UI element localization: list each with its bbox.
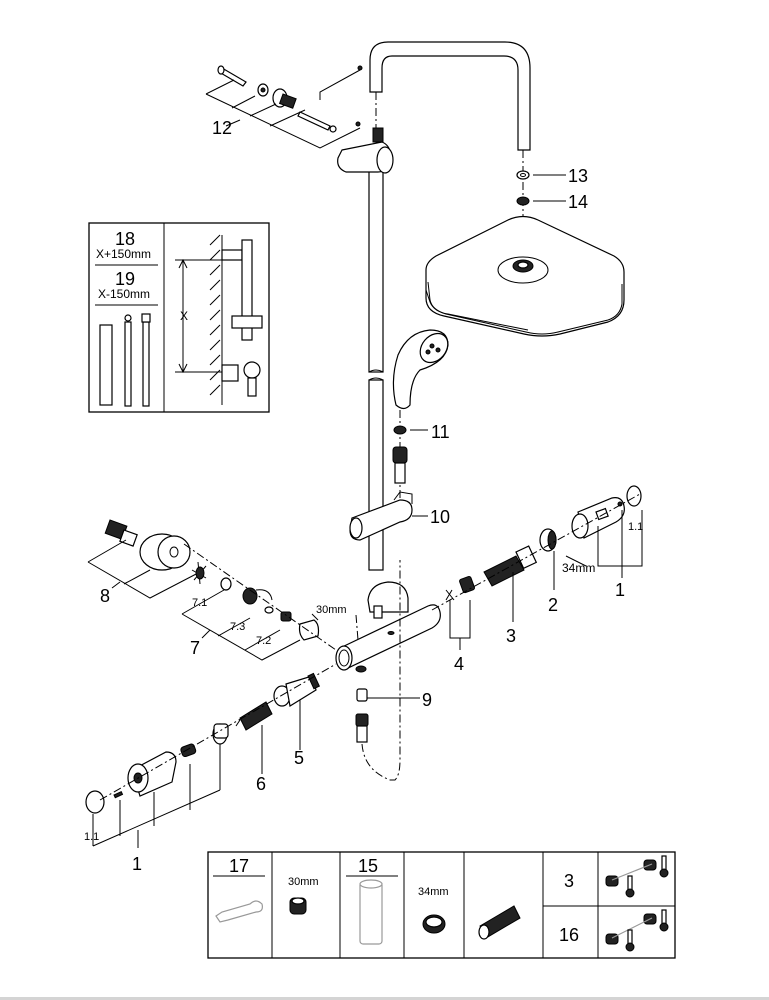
tool-number-17: 17 (229, 856, 249, 876)
part-11-seal: 11 (393, 422, 450, 442)
part-5-spindle: 5 (273, 672, 321, 768)
part-9-reducer: 9 (355, 560, 432, 781)
part-2-ring: 2 (539, 528, 558, 615)
part-10-slider: 10 (349, 491, 450, 541)
callout-1-left: 1 (132, 854, 142, 874)
tool-number-15: 15 (358, 856, 378, 876)
part-1-handle-left: 1.1 1 (84, 723, 229, 874)
callout-7: 7 (190, 638, 200, 658)
callout-3: 3 (506, 626, 516, 646)
dim-34mm: 34mm (562, 561, 595, 575)
callout-10: 10 (430, 507, 450, 527)
callout-11: 11 (431, 422, 450, 442)
head-shower (425, 215, 625, 337)
part-1-handle-right: 34mm 1.1 1 (562, 485, 643, 600)
tool-nut-size: 30mm (288, 876, 319, 888)
callout-9: 9 (422, 690, 432, 710)
callout-13: 13 (568, 166, 588, 186)
inset-x-dimension: X (180, 309, 188, 323)
thermometer-icon (605, 855, 669, 898)
thermostat-body (335, 581, 441, 673)
callout-14: 14 (568, 192, 588, 212)
wall-bracket-top (337, 127, 394, 174)
callout-1-1-left: 1.1 (84, 831, 99, 843)
callout-7-2: 7.2 (256, 635, 271, 647)
tools-table: 17 30mm 15 34mm 3 16 (207, 851, 676, 959)
tool-ring-size: 34mm (418, 886, 449, 898)
hose-nut (392, 446, 408, 484)
tool-row-number-3: 3 (564, 871, 574, 891)
inset-part-19: 19 (115, 269, 135, 289)
part-13-washer: 13 (516, 166, 588, 186)
bottom-divider (0, 997, 769, 1000)
callout-7-1: 7.1 (192, 597, 207, 609)
inset-size-19: X-150mm (98, 287, 150, 301)
inset-part-18: 18 (115, 229, 135, 249)
dim-30mm: 30mm (316, 604, 347, 616)
thermometer-icon (605, 909, 669, 952)
part-8-escutcheon: 8 (87, 519, 201, 606)
part-4-filter: 4 (445, 575, 476, 674)
part-3-cartridge: 3 (483, 545, 538, 646)
hand-shower (392, 329, 449, 500)
tool-row-number-16: 16 (559, 925, 579, 945)
callout-8: 8 (100, 586, 110, 606)
callout-2: 2 (548, 595, 558, 615)
callout-4: 4 (454, 654, 464, 674)
part-6-cartridge: 6 (235, 701, 273, 794)
callout-7-3: 7.3 (230, 621, 245, 633)
callout-1-right: 1 (615, 580, 625, 600)
part-12-fixings: 12 (205, 65, 363, 149)
part-14-seal: 14 (516, 192, 588, 212)
part-7-connector: 30mm 7.1 7.3 7.2 7 (181, 561, 347, 661)
inset-size-18: X+150mm (96, 247, 151, 261)
callout-1-1-right: 1.1 (628, 521, 643, 533)
callout-6: 6 (256, 774, 266, 794)
callout-5: 5 (294, 748, 304, 768)
inset-rail-extension: 18 X+150mm 19 X-150mm X (88, 222, 270, 413)
callout-12: 12 (212, 118, 232, 138)
